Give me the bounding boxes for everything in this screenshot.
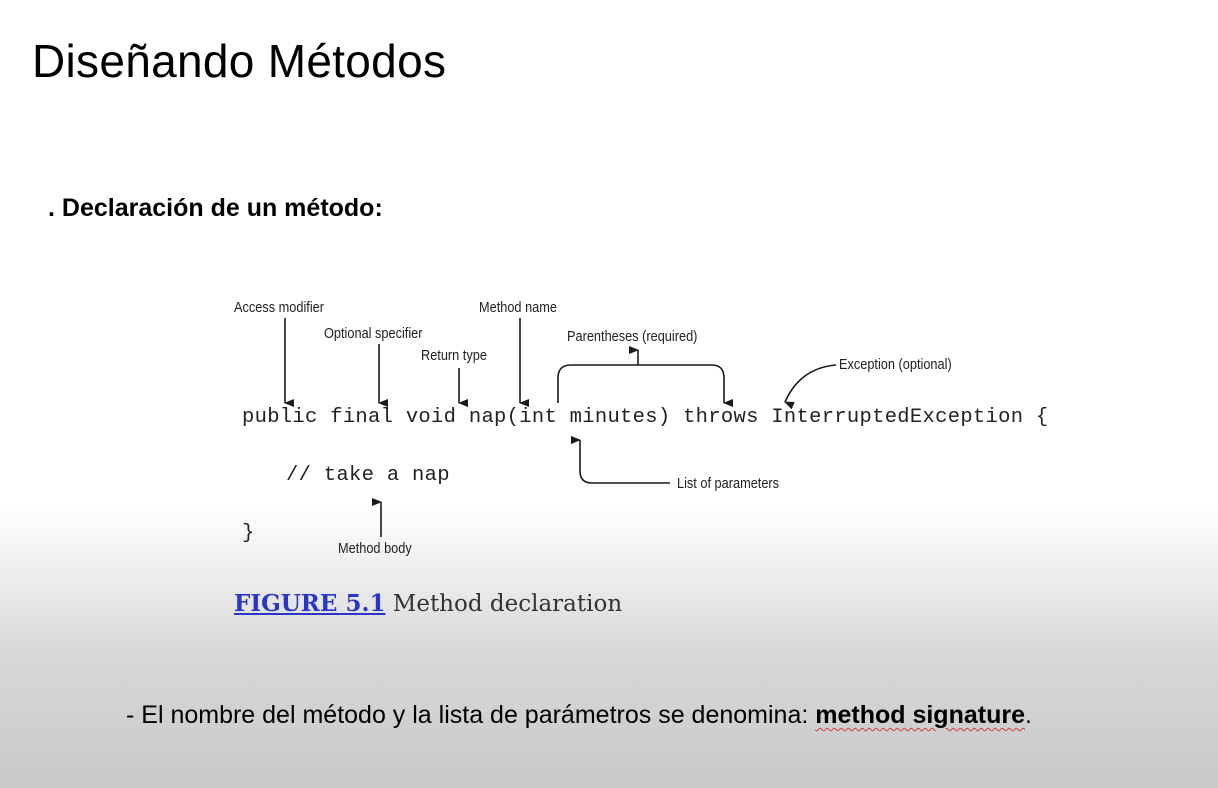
- label-method-body: Method body: [338, 540, 412, 557]
- section-heading: . Declaración de un método:: [48, 194, 383, 222]
- code-line-comment: // take a nap: [286, 464, 450, 487]
- label-exception: Exception (optional): [839, 356, 952, 373]
- label-access-modifier: Access modifier: [234, 299, 324, 316]
- label-method-name: Method name: [479, 299, 557, 316]
- figure-link[interactable]: FIGURE 5.1: [234, 590, 386, 617]
- figure-caption-text: Method declaration: [385, 591, 623, 617]
- label-optional-specifier: Optional specifier: [324, 325, 423, 342]
- note-suffix: .: [1024, 701, 1032, 729]
- page-title: Diseñando Métodos: [32, 35, 447, 87]
- label-return-type: Return type: [421, 347, 487, 364]
- arrow-exception: [784, 364, 837, 410]
- label-list-of-parameters: List of parameters: [677, 475, 780, 492]
- figure-caption: FIGURE 5.1 Method declaration: [234, 590, 622, 617]
- arrow-parentheses: [557, 350, 724, 403]
- arrow-list-of-parameters: [571, 436, 670, 484]
- note-text: - El nombre del método y la lista de par…: [126, 701, 816, 729]
- method-signature-note: - El nombre del método y la lista de par…: [126, 701, 1032, 730]
- code-line-declaration: public final void nap(int minutes) throw…: [242, 406, 1049, 429]
- note-term: method signature: [815, 701, 1025, 729]
- code-line-closing-brace: }: [242, 522, 255, 545]
